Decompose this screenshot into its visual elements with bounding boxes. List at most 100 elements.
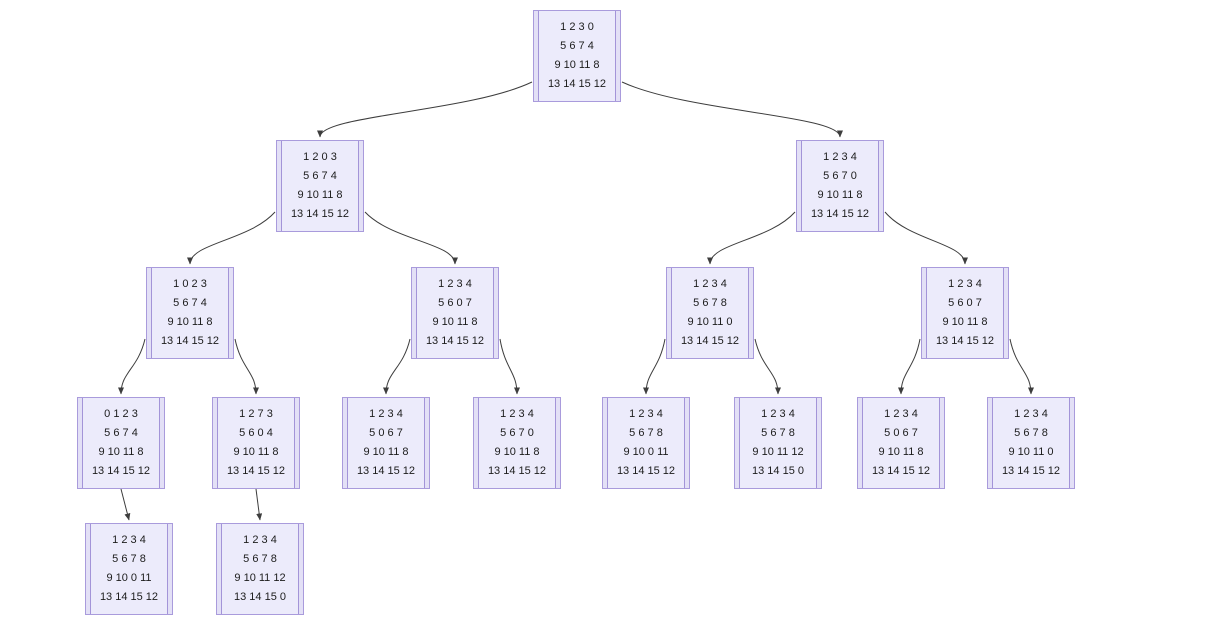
tree-node: 1 2 3 4 5 6 7 8 9 10 11 0 13 14 15 12 xyxy=(666,267,754,359)
puzzle-row: 9 10 11 8 xyxy=(233,446,279,458)
tree-node: 1 2 3 4 5 6 7 8 9 10 11 12 13 14 15 0 xyxy=(734,397,822,489)
puzzle-row: 1 2 7 3 xyxy=(239,408,273,420)
puzzle-row: 9 10 11 8 xyxy=(554,59,600,71)
tree-edge xyxy=(118,338,146,395)
puzzle-row: 5 6 7 8 xyxy=(761,427,795,439)
puzzle-row: 13 14 15 12 xyxy=(226,465,286,477)
puzzle-row: 5 6 7 0 xyxy=(500,427,534,439)
puzzle-row: 13 14 15 12 xyxy=(616,465,676,477)
tree-edge xyxy=(621,81,843,138)
puzzle-row: 1 2 3 4 xyxy=(369,408,403,420)
puzzle-row: 5 6 7 8 xyxy=(112,553,146,565)
puzzle-row: 5 6 7 8 xyxy=(693,297,727,309)
puzzle-row: 13 14 15 12 xyxy=(99,591,159,603)
puzzle-row: 5 6 0 7 xyxy=(948,297,982,309)
tree-edge xyxy=(234,338,259,395)
puzzle-row: 13 14 15 12 xyxy=(91,465,151,477)
tree-edge xyxy=(317,81,533,138)
puzzle-row: 13 14 15 12 xyxy=(935,335,995,347)
puzzle-row: 9 10 11 8 xyxy=(817,189,863,201)
puzzle-row: 13 14 15 12 xyxy=(547,78,607,90)
tree-node: 1 2 3 4 5 6 7 0 9 10 11 8 13 14 15 12 xyxy=(473,397,561,489)
puzzle-row: 9 10 11 0 xyxy=(687,316,733,328)
tree-node: 1 2 3 4 5 6 7 8 9 10 11 12 13 14 15 0 xyxy=(216,523,304,615)
puzzle-row: 5 6 7 4 xyxy=(104,427,138,439)
tree-node: 1 2 3 4 5 6 7 8 9 10 0 11 13 14 15 12 xyxy=(85,523,173,615)
tree-node: 1 2 3 4 5 6 0 7 9 10 11 8 13 14 15 12 xyxy=(411,267,499,359)
tree-edge xyxy=(707,211,796,265)
puzzle-row: 9 10 11 8 xyxy=(167,316,213,328)
tree-node-root: 1 2 3 0 5 6 7 4 9 10 11 8 13 14 15 12 xyxy=(533,10,621,102)
tree-node: 1 2 3 4 5 0 6 7 9 10 11 8 13 14 15 12 xyxy=(342,397,430,489)
tree-edge xyxy=(754,338,781,395)
puzzle-row: 5 6 7 0 xyxy=(823,170,857,182)
puzzle-row: 1 2 0 3 xyxy=(303,151,337,163)
tree-node: 1 0 2 3 5 6 7 4 9 10 11 8 13 14 15 12 xyxy=(146,267,234,359)
puzzle-row: 9 10 11 8 xyxy=(297,189,343,201)
puzzle-row: 1 2 3 4 xyxy=(823,151,857,163)
tree-edge xyxy=(364,211,458,265)
puzzle-row: 1 2 3 4 xyxy=(948,278,982,290)
puzzle-row: 9 10 11 8 xyxy=(363,446,409,458)
puzzle-row: 9 10 11 8 xyxy=(878,446,924,458)
puzzle-row: 5 0 6 7 xyxy=(884,427,918,439)
puzzle-row: 9 10 0 11 xyxy=(623,446,669,458)
puzzle-row: 13 14 15 0 xyxy=(234,591,286,603)
tree-edge xyxy=(884,211,968,265)
puzzle-row: 5 6 0 7 xyxy=(438,297,472,309)
tree-edge xyxy=(499,338,520,395)
puzzle-row: 9 10 0 11 xyxy=(106,572,152,584)
puzzle-row: 13 14 15 12 xyxy=(425,335,485,347)
tree-node: 1 2 7 3 5 6 0 4 9 10 11 8 13 14 15 12 xyxy=(212,397,300,489)
tree-edge xyxy=(120,488,131,521)
tree-edge xyxy=(187,211,276,265)
tree-node: 1 2 0 3 5 6 7 4 9 10 11 8 13 14 15 12 xyxy=(276,140,364,232)
puzzle-row: 5 0 6 7 xyxy=(369,427,403,439)
puzzle-row: 13 14 15 12 xyxy=(1001,465,1061,477)
puzzle-row: 9 10 11 0 xyxy=(1008,446,1054,458)
tree-edge xyxy=(1009,338,1034,395)
tree-edge xyxy=(383,338,411,395)
tree-edge xyxy=(643,338,666,395)
puzzle-row: 13 14 15 12 xyxy=(871,465,931,477)
puzzle-row: 1 2 3 4 xyxy=(884,408,918,420)
puzzle-row: 13 14 15 12 xyxy=(356,465,416,477)
puzzle-row: 1 2 3 4 xyxy=(629,408,663,420)
puzzle-row: 13 14 15 12 xyxy=(290,208,350,220)
tree-node: 1 2 3 4 5 6 7 8 9 10 11 0 13 14 15 12 xyxy=(987,397,1075,489)
puzzle-row: 1 0 2 3 xyxy=(173,278,207,290)
tree-node: 1 2 3 4 5 6 7 0 9 10 11 8 13 14 15 12 xyxy=(796,140,884,232)
puzzle-row: 5 6 7 4 xyxy=(303,170,337,182)
puzzle-row: 1 2 3 4 xyxy=(243,534,277,546)
puzzle-row: 5 6 7 8 xyxy=(1014,427,1048,439)
puzzle-row: 1 2 3 0 xyxy=(560,21,594,33)
puzzle-row: 13 14 15 12 xyxy=(487,465,547,477)
puzzle-row: 13 14 15 12 xyxy=(160,335,220,347)
puzzle-row: 9 10 11 12 xyxy=(234,572,286,584)
tree-edge xyxy=(898,338,921,395)
puzzle-row: 1 2 3 4 xyxy=(1014,408,1048,420)
puzzle-row: 1 2 3 4 xyxy=(438,278,472,290)
puzzle-row: 9 10 11 12 xyxy=(752,446,804,458)
puzzle-row: 13 14 15 12 xyxy=(680,335,740,347)
tree-node: 1 2 3 4 5 6 7 8 9 10 0 11 13 14 15 12 xyxy=(602,397,690,489)
tree-node: 0 1 2 3 5 6 7 4 9 10 11 8 13 14 15 12 xyxy=(77,397,165,489)
puzzle-row: 1 2 3 4 xyxy=(693,278,727,290)
tree-node: 1 2 3 4 5 0 6 7 9 10 11 8 13 14 15 12 xyxy=(857,397,945,489)
puzzle-row: 9 10 11 8 xyxy=(942,316,988,328)
puzzle-row: 0 1 2 3 xyxy=(104,408,138,420)
puzzle-row: 1 2 3 4 xyxy=(112,534,146,546)
puzzle-row: 1 2 3 4 xyxy=(500,408,534,420)
puzzle-row: 5 6 7 4 xyxy=(560,40,594,52)
puzzle-row: 9 10 11 8 xyxy=(494,446,540,458)
puzzle-row: 5 6 7 8 xyxy=(629,427,663,439)
puzzle-row: 9 10 11 8 xyxy=(432,316,478,328)
edge-paths xyxy=(118,81,1034,521)
puzzle-row: 5 6 7 8 xyxy=(243,553,277,565)
puzzle-row: 5 6 7 4 xyxy=(173,297,207,309)
tree-node: 1 2 3 4 5 6 0 7 9 10 11 8 13 14 15 12 xyxy=(921,267,1009,359)
puzzle-row: 9 10 11 8 xyxy=(98,446,144,458)
puzzle-row: 13 14 15 12 xyxy=(810,208,870,220)
